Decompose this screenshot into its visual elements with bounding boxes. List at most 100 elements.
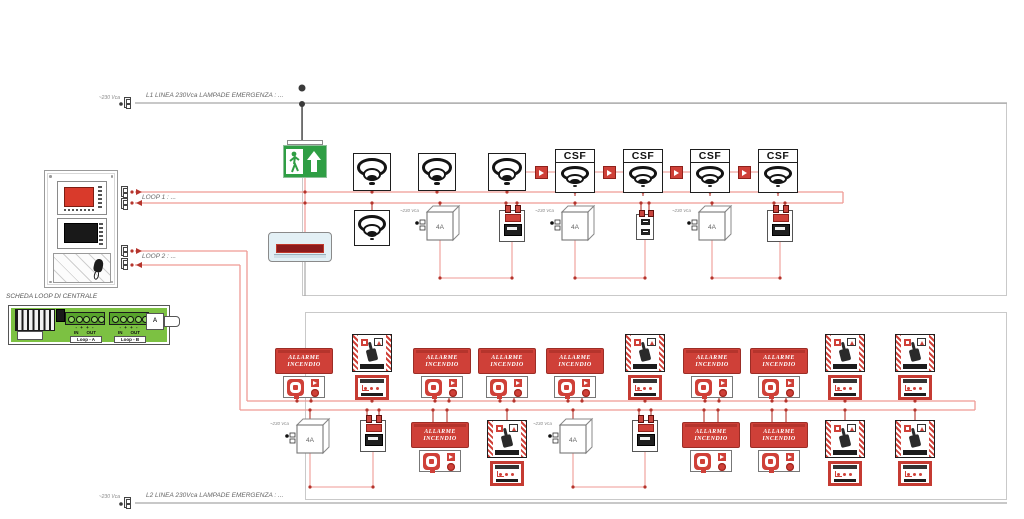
decor xyxy=(134,316,142,323)
junction-dot xyxy=(308,408,312,412)
decor xyxy=(322,417,330,455)
junction-dot xyxy=(377,408,381,412)
hazard-stripe xyxy=(896,335,901,371)
detector-dome xyxy=(761,163,795,191)
sounder-led-icon xyxy=(514,379,522,387)
panel-red-display xyxy=(64,187,94,207)
hand-icon xyxy=(838,433,852,449)
panel-button-column-2 xyxy=(99,223,103,245)
fire-alarm-sounder-panel: ALLARME INCENDIO xyxy=(682,422,740,473)
caption-bar xyxy=(904,393,926,396)
module-red-label xyxy=(505,214,521,222)
hand-icon xyxy=(500,433,514,449)
decor xyxy=(691,219,698,225)
decor xyxy=(698,211,726,241)
caption-bar xyxy=(904,479,926,482)
beacon-tab xyxy=(565,396,570,399)
decor xyxy=(559,424,587,454)
press-here-icon xyxy=(834,339,841,346)
decor xyxy=(587,204,595,242)
decor xyxy=(366,174,378,182)
call-point-leds xyxy=(837,473,840,476)
beacon-tab xyxy=(769,396,774,399)
decor xyxy=(426,211,454,241)
hazard-stripe xyxy=(929,421,934,457)
junction-dot xyxy=(298,84,306,92)
decor xyxy=(126,504,131,509)
decor xyxy=(504,182,510,185)
siren-grill-icon xyxy=(718,463,726,471)
decor: OUT xyxy=(130,330,141,335)
junction-dot xyxy=(637,408,641,412)
junction-dot xyxy=(702,408,706,412)
loop-io-module xyxy=(499,205,525,242)
call-point-top-strip xyxy=(633,379,657,383)
call-point-instruction-plate xyxy=(825,334,865,372)
decor: 4A xyxy=(415,204,461,242)
call-point-top-strip xyxy=(360,379,384,383)
call-point-top-strip xyxy=(495,465,519,469)
csf-smoke-detector: CSF xyxy=(555,149,595,193)
call-point-wiring-mark xyxy=(635,385,642,391)
beacon xyxy=(558,379,575,396)
exit-sign-pictogram xyxy=(286,149,321,174)
decor: ~230 Vca xyxy=(671,208,691,213)
loop1-label: LOOP 1 : ... xyxy=(142,194,177,201)
decor xyxy=(691,225,698,231)
power-supply-unit: 4A ~230 Vca xyxy=(535,202,600,246)
sounder-beacon-unit xyxy=(486,376,528,399)
fire-alarm-sounder-panel: ALLARME INCENDIO xyxy=(275,348,333,399)
l1-terminal xyxy=(124,97,131,109)
call-point-top-strip xyxy=(833,465,857,469)
hand-icon xyxy=(365,347,379,363)
csf-smoke-detector: CSF xyxy=(623,149,663,193)
beacon xyxy=(762,379,779,396)
remote-led-indicator xyxy=(603,166,616,179)
manual-call-point-pair xyxy=(825,420,865,486)
call-point-leds xyxy=(907,473,910,476)
decor: Loop - A xyxy=(70,336,102,343)
decor xyxy=(68,316,75,323)
hazard-stripe xyxy=(896,421,901,457)
hand-icon xyxy=(638,347,652,363)
call-point-leds xyxy=(837,387,840,390)
lamp-base xyxy=(274,254,326,258)
panel-display-module-2 xyxy=(57,218,107,249)
csf-label: CSF xyxy=(759,150,797,163)
decor xyxy=(49,280,52,283)
sounder-beacon-unit xyxy=(690,450,732,473)
caption-bar xyxy=(834,393,856,396)
sounder-led-icon xyxy=(447,453,455,461)
junction-dot xyxy=(308,485,312,489)
junction-dot xyxy=(703,399,707,403)
alarm-sign: ALLARME INCENDIO xyxy=(750,348,808,374)
junction-dot xyxy=(370,399,374,403)
junction-dot xyxy=(643,276,647,280)
flow-arrow-icon xyxy=(136,189,142,195)
alarm-sign-line2: INCENDIO xyxy=(287,362,321,368)
lamp-tube xyxy=(276,244,324,253)
decor: 4A xyxy=(306,437,315,444)
alarm-sign-line1: ALLARME xyxy=(288,355,320,361)
decor xyxy=(572,184,578,188)
sounder-beacon-unit xyxy=(758,450,800,473)
call-point-instruction-plate xyxy=(352,334,392,372)
alarm-sign-line1: ALLARME xyxy=(763,429,795,435)
decor: Loop - B xyxy=(114,336,146,343)
decor xyxy=(773,179,783,185)
decor xyxy=(123,205,128,210)
decor xyxy=(126,99,131,104)
junction-dot xyxy=(438,201,442,205)
decor xyxy=(123,247,128,252)
decor: ~230 Vca xyxy=(534,208,554,213)
hazard-stripe xyxy=(488,421,493,457)
call-point-wiring-mark xyxy=(905,471,912,477)
beacon xyxy=(762,453,779,470)
siren-grill-icon xyxy=(719,389,727,397)
junction-dot xyxy=(843,399,847,403)
junction-dot xyxy=(370,190,374,194)
flame-icon xyxy=(374,338,383,346)
loop-io-module xyxy=(767,205,793,242)
decor: 4A xyxy=(569,437,578,444)
l2-line-label: L2 LINEA 230Vca LAMPADE EMERGENZA : ... xyxy=(146,492,284,499)
